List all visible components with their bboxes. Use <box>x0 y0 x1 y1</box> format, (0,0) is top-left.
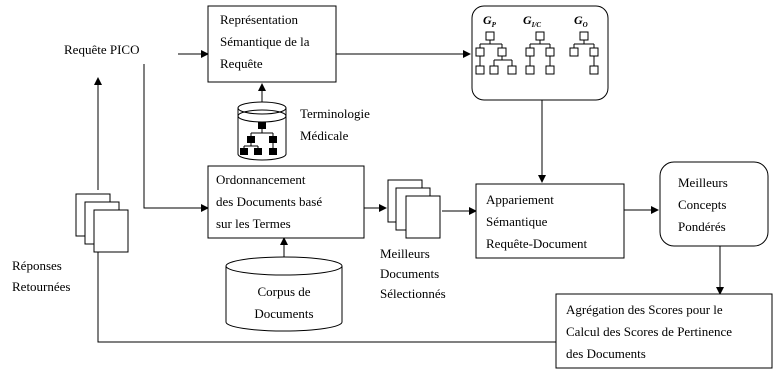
corpus-cylinder-body <box>225 266 343 332</box>
terminology-node: Terminologie Médicale <box>237 101 370 161</box>
selected-documents-icon <box>387 179 441 239</box>
connectors <box>94 50 724 343</box>
graph-ic-label: GI/C <box>523 13 541 29</box>
graph-ic-tree <box>525 31 555 75</box>
appariement-node: Appariement Sémantique Requête-Document <box>475 183 625 259</box>
corpus-cylinder-top <box>225 256 343 276</box>
appariement-line-1: Appariement <box>486 192 554 207</box>
concepts-line-1: Meilleurs <box>678 175 728 190</box>
terminology-line-1: Terminologie <box>300 106 370 121</box>
graph-o-label: GO <box>574 13 588 29</box>
graphs-node: GP GI/C GO <box>471 5 609 101</box>
agregation-line-1: Agrégation des Scores pour le <box>566 302 723 317</box>
ordonnancement-line-3: sur les Termes <box>216 216 291 231</box>
concepts-line-2: Concepts <box>678 197 726 212</box>
representation-box <box>207 5 337 83</box>
concepts-line-3: Pondérés <box>678 219 726 234</box>
graph-p-label: GP <box>483 13 497 29</box>
returned-documents-icon <box>75 193 129 253</box>
agregation-line-2: Calcul des Scores de Pertinence <box>566 324 732 339</box>
appariement-line-3: Requête-Document <box>486 236 587 251</box>
graph-o-tree <box>569 31 599 75</box>
appariement-line-2: Sémantique <box>486 214 548 229</box>
agregation-line-3: des Documents <box>566 346 646 361</box>
corpus-line-1: Corpus de <box>257 284 310 299</box>
ordonnancement-line-2: des Documents basé <box>216 194 322 209</box>
reponses-line-2: Retournées <box>12 279 70 294</box>
line-agregation-to-reponses <box>97 238 556 343</box>
graphs-panel <box>471 5 609 101</box>
concepts-node: Meilleurs Concepts Pondérés <box>659 161 769 247</box>
appariement-box <box>475 183 625 259</box>
terminology-line-2: Médicale <box>300 128 349 143</box>
reponses-line-1: Réponses <box>12 258 62 273</box>
ordonnancement-box <box>207 165 365 239</box>
meilleurs-docs-line-2: Documents <box>380 266 439 281</box>
ordonnancement-line-1: Ordonnancement <box>216 172 306 187</box>
agregation-node: Agrégation des Scores pour le Calcul des… <box>555 293 773 369</box>
representation-node: Représentation Sémantique de la Requête <box>207 5 337 83</box>
pico-label: Requête PICO <box>64 42 139 57</box>
agregation-box <box>555 293 773 369</box>
representation-line-2: Sémantique de la <box>220 34 310 49</box>
graph-p-tree <box>475 31 517 75</box>
concepts-box <box>659 161 769 247</box>
representation-line-1: Représentation <box>220 12 298 27</box>
representation-line-3: Requête <box>220 56 263 71</box>
ordonnancement-node: Ordonnancement des Documents basé sur le… <box>207 165 365 239</box>
meilleurs-docs-line-3: Sélectionnés <box>380 286 446 301</box>
hierarchy-icon <box>240 122 277 155</box>
arrow-pico-to-ordonnancement <box>143 64 209 212</box>
corpus-line-2: Documents <box>254 306 313 321</box>
corpus-node: Corpus de Documents <box>225 256 343 332</box>
meilleurs-docs-line-1: Meilleurs <box>380 246 430 261</box>
